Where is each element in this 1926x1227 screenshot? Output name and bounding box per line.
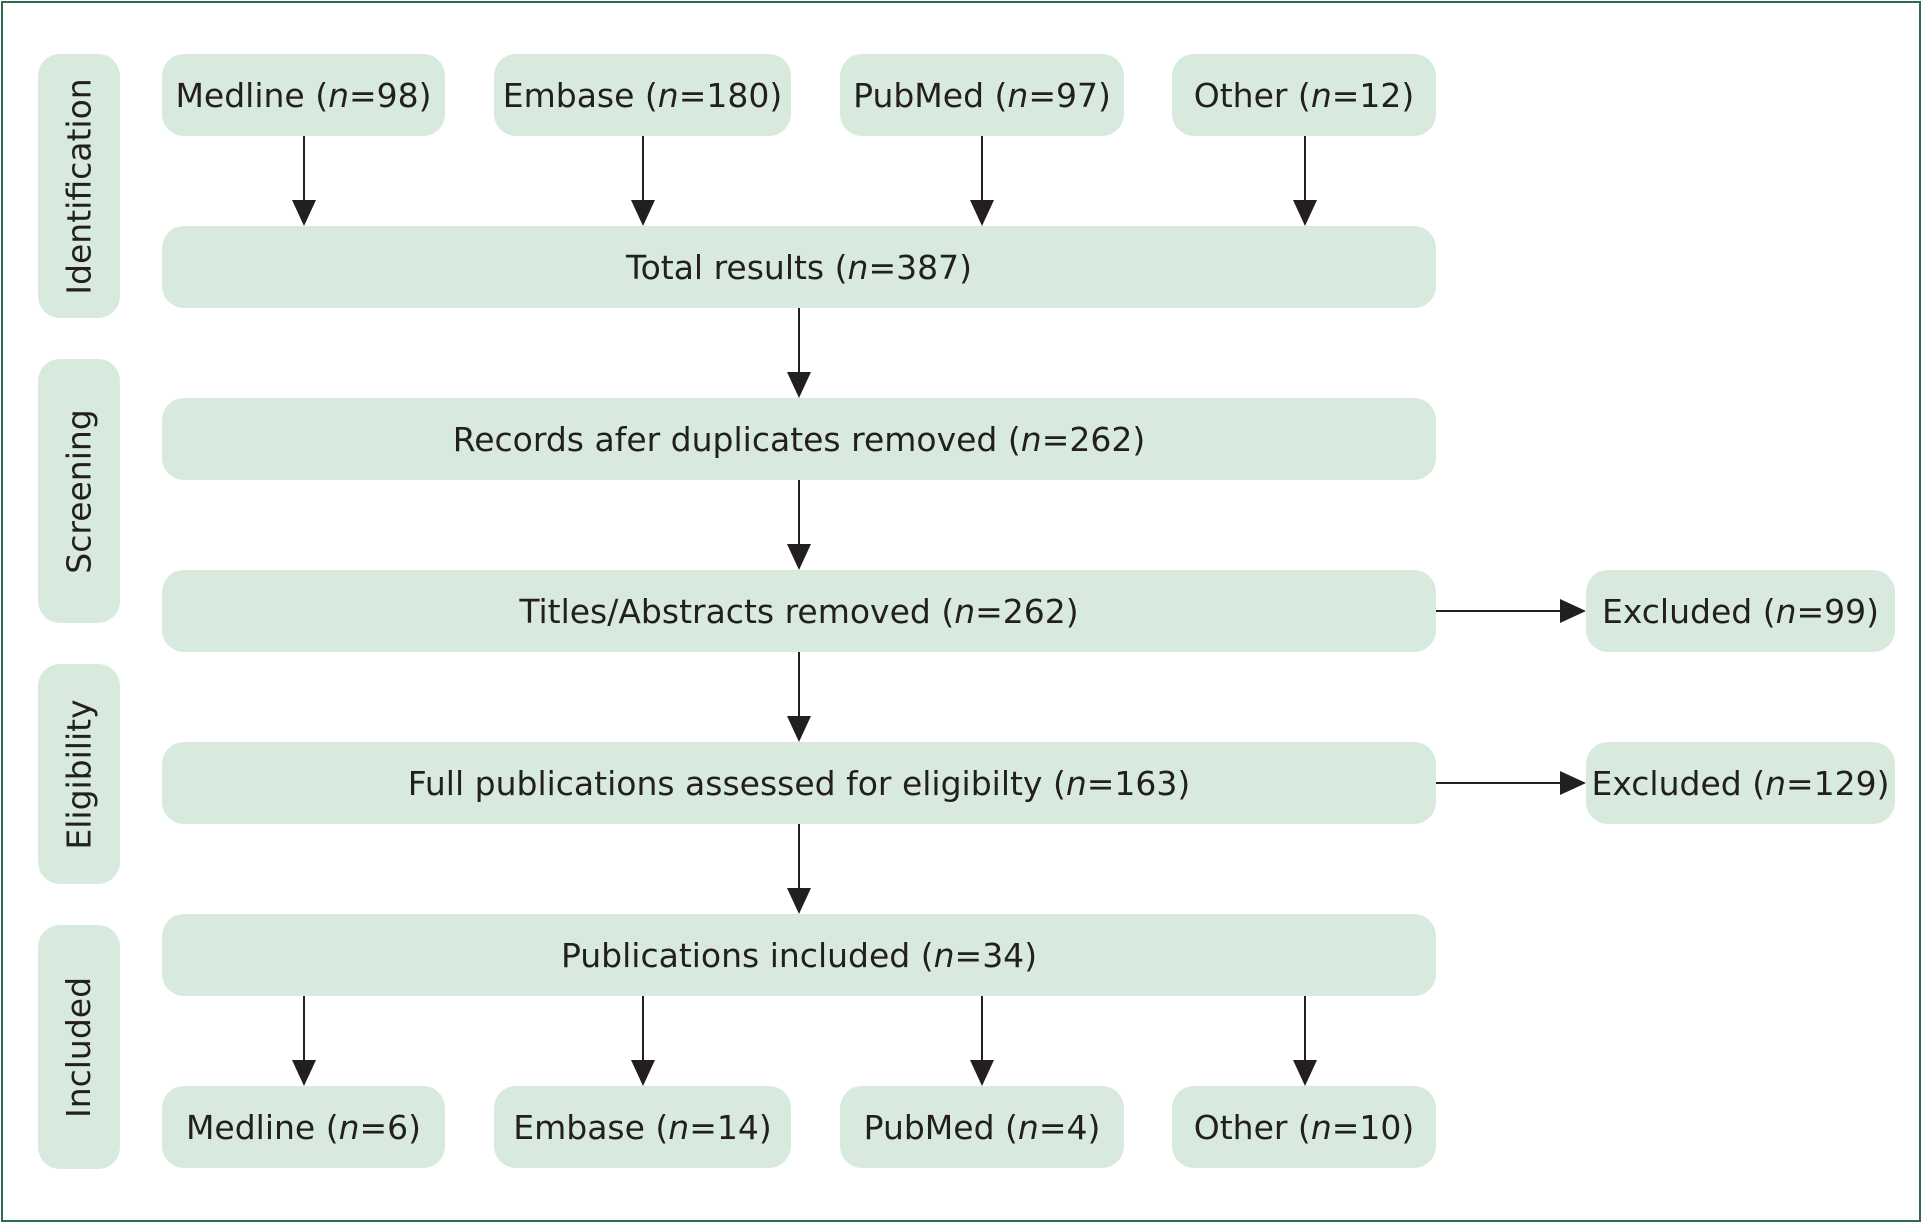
n-symbol: n: [1017, 1107, 1039, 1147]
included-label: Publications included: [560, 935, 911, 975]
excluded-fulltext-box: Excluded (n=129): [1586, 742, 1895, 824]
source-count: 180: [706, 75, 770, 115]
n-symbol: n: [1765, 763, 1786, 803]
included-box-pubmed: PubMed (n=4): [840, 1086, 1124, 1168]
source-count: 97: [1055, 75, 1098, 115]
arrow-total-to-duplicates: [787, 308, 811, 398]
total-label: Total results: [626, 247, 825, 287]
arrow-duplicates-to-titles: [787, 480, 811, 570]
included-source-count: 14: [716, 1107, 759, 1147]
stage-eligibility: Eligibility: [38, 664, 120, 884]
arrow-embase-to-total: [631, 136, 655, 226]
excluded-label: Excluded: [1591, 763, 1742, 803]
fulltext-label: Full publications assessed for eligibilt…: [407, 763, 1043, 803]
arrow-included-to-embase: [631, 996, 655, 1086]
arrow-other-to-total: [1293, 136, 1317, 226]
included-box-other: Other (n=10): [1172, 1086, 1436, 1168]
excluded-label: Excluded: [1601, 591, 1753, 631]
publications-included-box: Publications included (n=34): [162, 914, 1436, 996]
source-count: 12: [1359, 75, 1402, 115]
included-count: 34: [982, 935, 1025, 975]
arrow-included-to-other: [1293, 996, 1317, 1086]
fulltext-count: 163: [1114, 763, 1178, 803]
n-symbol: n: [1310, 75, 1332, 115]
included-source-count: 6: [387, 1107, 409, 1147]
n-symbol: n: [328, 75, 350, 115]
n-symbol: n: [1310, 1107, 1332, 1147]
titles-count: 262: [1002, 591, 1066, 631]
included-source-name: Embase: [513, 1107, 645, 1147]
arrow-fulltext-to-excluded: [1436, 771, 1586, 795]
included-source-name: Medline: [185, 1107, 316, 1147]
included-box-medline: Medline (n=6): [162, 1086, 445, 1168]
duplicates-count: 262: [1069, 419, 1133, 459]
duplicates-label: Records afer duplicates removed: [452, 419, 998, 459]
arrow-pubmed-to-total: [970, 136, 994, 226]
source-box-medline: Medline (n=98): [162, 54, 445, 136]
n-symbol: n: [338, 1107, 360, 1147]
arrow-fulltext-to-included: [787, 824, 811, 914]
n-symbol: n: [847, 247, 869, 287]
excluded-count: 99: [1824, 591, 1867, 631]
source-box-embase: Embase (n=180): [494, 54, 791, 136]
n-symbol: n: [657, 75, 679, 115]
source-count: 98: [376, 75, 419, 115]
source-name: Other: [1193, 75, 1288, 115]
source-name: Embase: [502, 75, 635, 115]
n-symbol: n: [1065, 763, 1087, 803]
n-symbol: n: [668, 1107, 690, 1147]
included-source-count: 10: [1359, 1107, 1402, 1147]
n-symbol: n: [933, 935, 955, 975]
n-symbol: n: [1007, 75, 1029, 115]
n-symbol: n: [1020, 419, 1042, 459]
arrow-included-to-medline: [292, 996, 316, 1086]
included-source-name: Other: [1193, 1107, 1288, 1147]
excluded-titles-box: Excluded (n=99): [1586, 570, 1895, 652]
total-count: 387: [896, 247, 960, 287]
stage-identification: Identification: [38, 54, 120, 318]
included-source-count: 4: [1066, 1107, 1088, 1147]
source-box-pubmed: PubMed (n=97): [840, 54, 1124, 136]
arrow-medline-to-total: [292, 136, 316, 226]
source-name: Medline: [175, 75, 305, 115]
duplicates-removed-box: Records afer duplicates removed (n=262): [162, 398, 1436, 480]
titles-label: Titles/Abstracts removed: [519, 591, 931, 631]
stage-screening: Screening: [38, 359, 120, 623]
n-symbol: n: [1775, 591, 1797, 631]
arrow-included-to-pubmed: [970, 996, 994, 1086]
included-source-name: PubMed: [863, 1107, 995, 1147]
stage-included: Included: [38, 925, 120, 1169]
full-publications-box: Full publications assessed for eligibilt…: [162, 742, 1436, 824]
n-symbol: n: [954, 591, 976, 631]
titles-abstracts-box: Titles/Abstracts removed (n=262): [162, 570, 1436, 652]
excluded-count: 129: [1813, 763, 1877, 803]
arrow-titles-to-fulltext: [787, 652, 811, 742]
source-name: PubMed: [853, 75, 985, 115]
included-box-embase: Embase (n=14): [494, 1086, 791, 1168]
arrow-titles-to-excluded: [1436, 599, 1586, 623]
total-results-box: Total results (n=387): [162, 226, 1436, 308]
source-box-other: Other (n=12): [1172, 54, 1436, 136]
